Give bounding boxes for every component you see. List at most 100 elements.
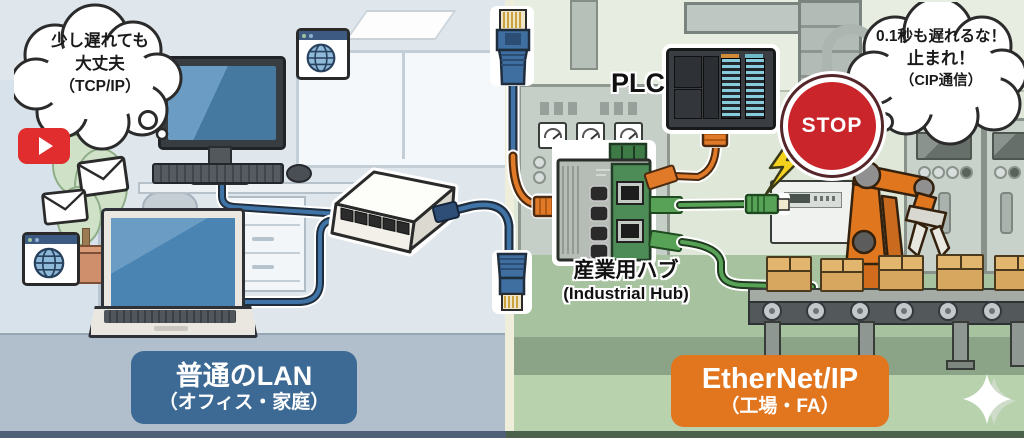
round-port: [589, 225, 609, 242]
cabinet-detail: [540, 102, 549, 115]
conveyor-roller: [806, 301, 826, 321]
machine-display: [786, 194, 810, 203]
plc-io-module: [721, 58, 741, 119]
stop-sign-text: STOP: [801, 114, 863, 137]
small-duct: [570, 0, 598, 70]
ethernet-port: [340, 207, 354, 223]
industrial-hub: [552, 140, 684, 266]
plug-ridges: [751, 196, 765, 212]
plc-module: [674, 89, 702, 119]
bubble-line: 0.1秒も遅れるな！: [875, 28, 1007, 45]
plc-label-strip: [745, 54, 763, 58]
browser-titlebar: [299, 31, 347, 40]
plug-body: [744, 193, 780, 215]
device-cable-green: [678, 202, 754, 207]
bubble-line: 少し遅れても: [51, 32, 149, 50]
home-hub-switch: [327, 167, 460, 257]
plc-label: PLC: [611, 68, 665, 98]
cabinet-detail: [628, 102, 637, 115]
bubble-line: 大丈夫: [75, 54, 125, 73]
ethernet-port: [368, 213, 382, 229]
globe-icon: [306, 43, 336, 73]
rj45-jack-opening: [621, 224, 639, 238]
drawer: [226, 226, 300, 254]
laptop-screen: [101, 208, 245, 316]
sparkle-icon: [963, 374, 1016, 425]
indicator-light: [932, 166, 945, 179]
plc-label-strip: [721, 54, 739, 58]
laptop-display: [111, 218, 235, 306]
monitor-screen: [168, 66, 276, 140]
conveyor-leg: [1010, 321, 1024, 367]
bubble-tail-dot: [155, 127, 169, 141]
cable-boot: [432, 200, 460, 224]
bottom-edge-right: [506, 431, 1024, 438]
cardboard-box: [820, 258, 864, 292]
conveyor-roller: [762, 301, 782, 321]
bubble-tail-dot: [138, 110, 158, 130]
conveyor-foot: [946, 360, 975, 370]
cabinet-detail: [554, 102, 563, 115]
hub-caption-en: (Industrial Hub): [563, 284, 689, 304]
drawer: [226, 254, 300, 282]
hub-caption-jp: 産業用ハブ: [573, 259, 679, 282]
laptop-keyboard: [104, 310, 236, 323]
machine-buttons: [814, 196, 836, 201]
hub-front-panel: [610, 162, 652, 262]
cabinet-detail: [568, 102, 577, 115]
cardboard-box: [994, 255, 1024, 291]
orange-plug-right: [643, 164, 679, 191]
conveyor-roller: [850, 301, 870, 321]
terminal-notches: [621, 146, 635, 160]
globe-icon: [33, 247, 65, 279]
conveyor-belt: [748, 301, 1024, 325]
industrial-hub-caption: 産業用ハブ (Industrial Hub): [528, 258, 724, 304]
boot-ridges: [500, 258, 524, 270]
browser-titlebar: [25, 235, 77, 244]
email-icon: [40, 188, 89, 227]
eip-caption-subtitle: （工場・FA）: [720, 396, 840, 418]
play-icon: [39, 137, 53, 155]
bubble-line: （CIP通信）: [899, 72, 983, 89]
cabinet-slot: [1000, 192, 1013, 234]
plc-module: [674, 56, 702, 88]
rj45-plug-down: [492, 250, 532, 314]
cip-bubble-text: 0.1秒も遅れるな！ 止まれ！ （CIP通信）: [862, 26, 1020, 91]
indicator-light: [946, 166, 959, 179]
cardboard-box: [766, 256, 812, 292]
ethernet-ip-caption: EtherNet/IP （工場・FA）: [671, 355, 889, 427]
cardboard-box: [878, 255, 924, 291]
plug-tip: [777, 198, 790, 211]
window-mullion: [402, 53, 405, 159]
gripper-base: [904, 204, 948, 230]
round-port: [589, 205, 609, 222]
thought-bubble-right: [846, 2, 1024, 146]
conveyor-roller: [982, 301, 1002, 321]
round-port: [589, 243, 609, 260]
tcpip-bubble-text: 少し遅れても 大丈夫 （TCP/IP）: [36, 30, 164, 97]
factory-machine: [770, 180, 858, 244]
plc-cpu: [703, 56, 719, 119]
browser-globe-icon: [22, 232, 80, 286]
round-port: [589, 185, 609, 202]
browser-globe-icon: [296, 28, 350, 80]
lan-caption-subtitle: （オフィス・家庭）: [158, 391, 330, 413]
panel-button: [533, 171, 546, 184]
green-rj45-plug: [744, 193, 790, 215]
cabinet-screen: [992, 132, 1024, 160]
eip-caption-title: EtherNet/IP: [701, 362, 859, 395]
lan-cable-desktop: [220, 168, 342, 216]
email-icon: [76, 155, 131, 199]
ethernet-port: [396, 220, 410, 236]
thought-bubble-left: [14, 3, 183, 151]
cabinet-detail: [600, 102, 609, 115]
boot-ridges: [501, 54, 525, 66]
plc-cable-orange: [672, 142, 718, 179]
robot-shoulder-joint: [852, 160, 882, 190]
laptop-touchpad: [154, 326, 188, 331]
plug-body: [498, 276, 526, 296]
ethernet-port: [354, 210, 368, 226]
indicator-light: [994, 166, 1007, 179]
gold-pins: [503, 12, 521, 28]
